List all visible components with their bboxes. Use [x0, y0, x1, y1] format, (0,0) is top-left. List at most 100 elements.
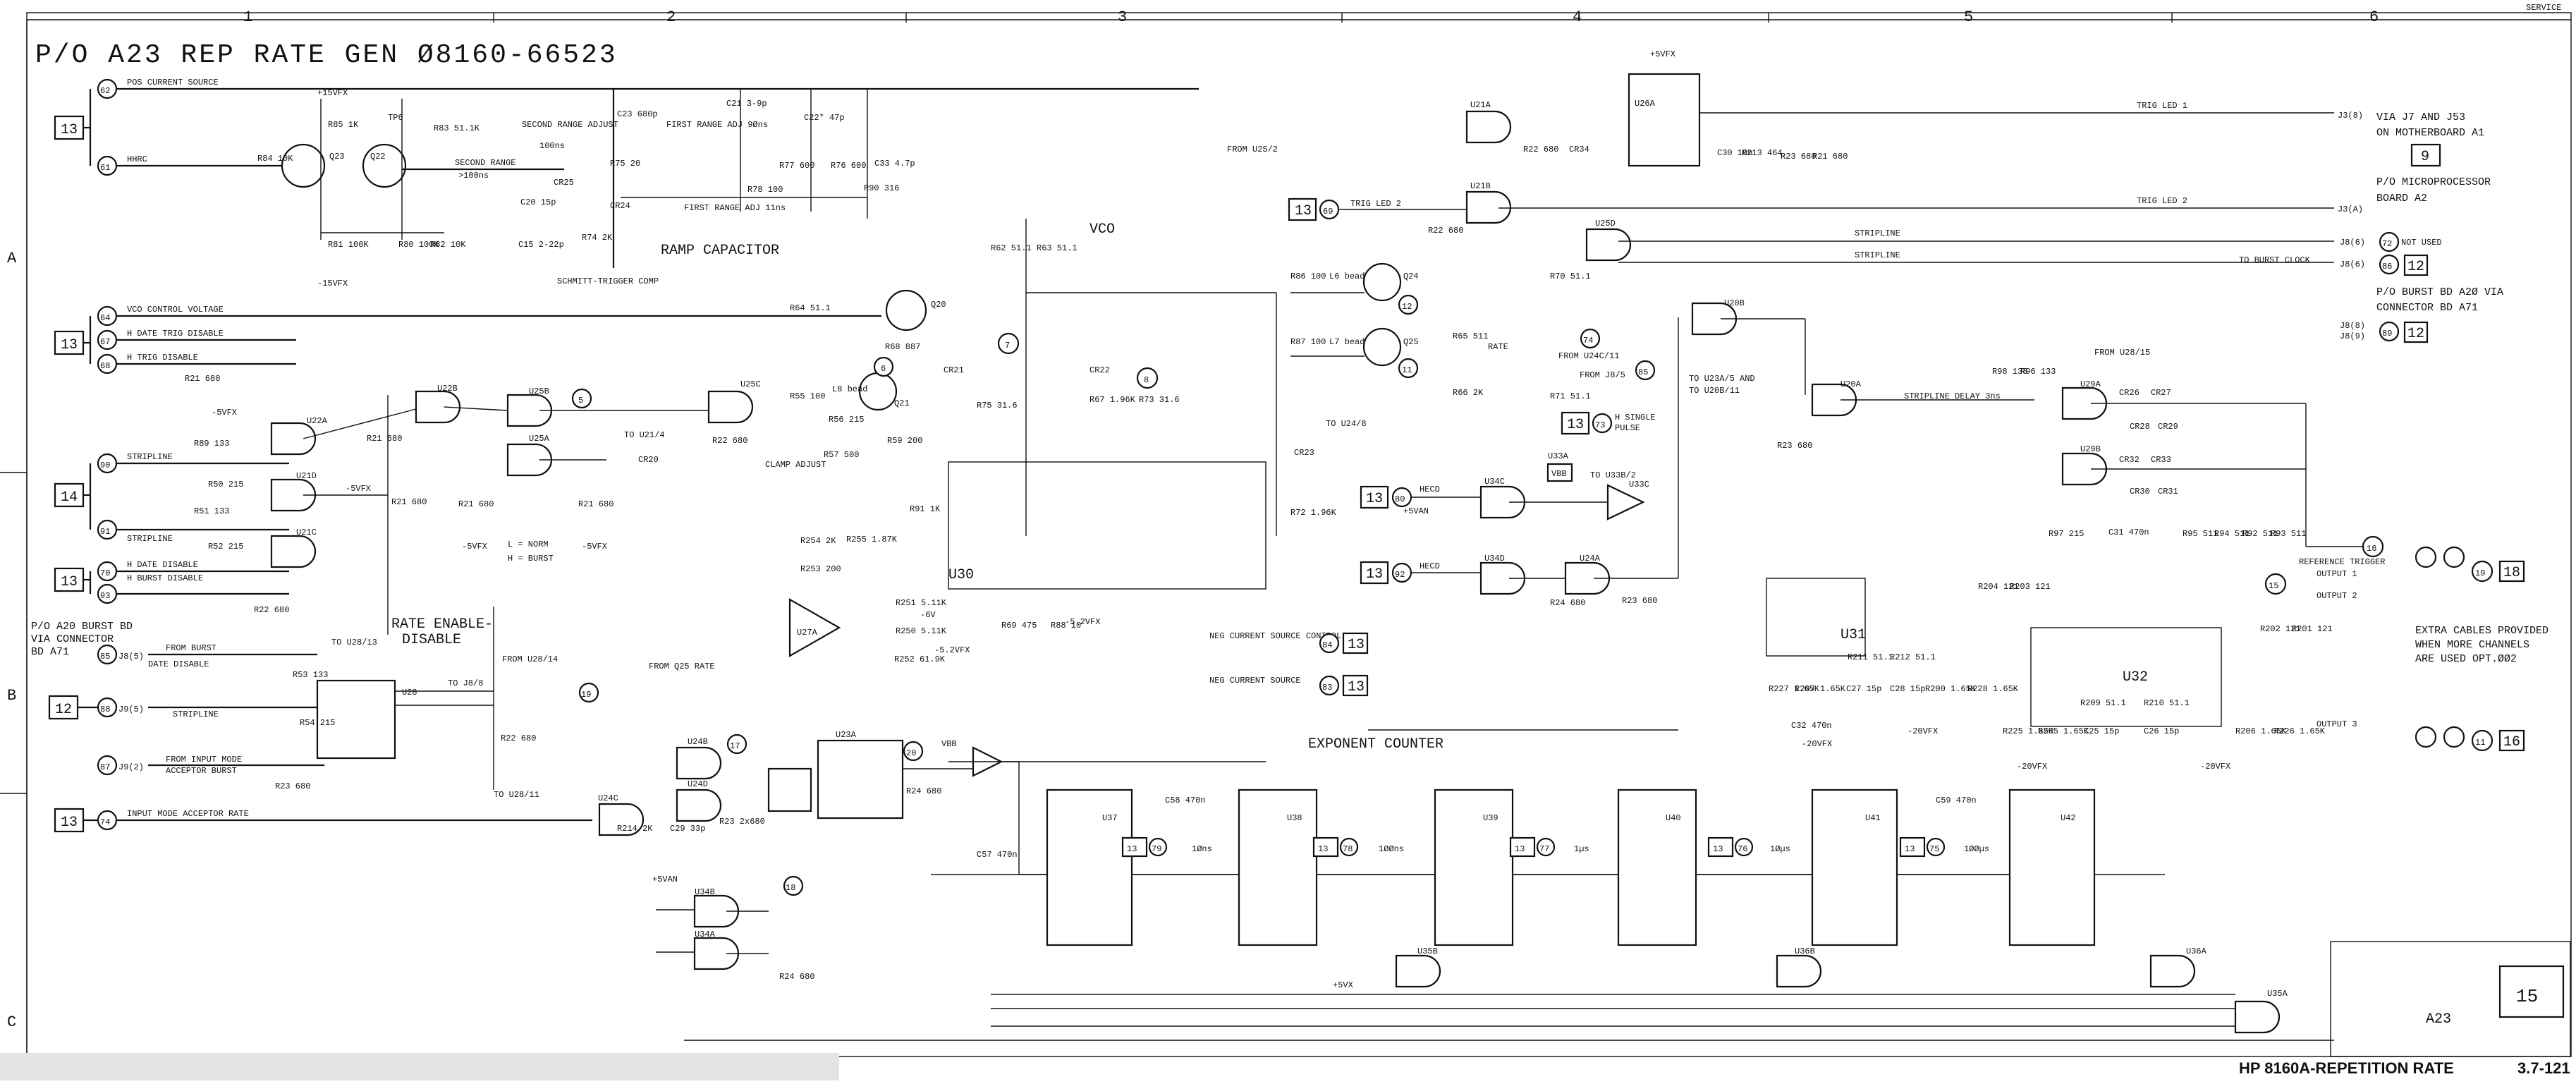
- c26: C26 15p: [2144, 726, 2179, 736]
- node-74: 74: [1583, 336, 1593, 346]
- tp6: TP6: [388, 113, 403, 123]
- cr22: CR22: [1089, 365, 1110, 375]
- label-to-burst-clock: TO BURST CLOCK: [2239, 255, 2311, 265]
- u25d: U25D: [1595, 219, 1616, 229]
- counter-pin-78: 78: [1343, 844, 1353, 854]
- node-5: 5: [578, 396, 583, 406]
- label-disable: DISABLE: [402, 632, 461, 648]
- column-1: 1: [243, 8, 252, 26]
- label-trig-led-1: TRIG LED 1: [2137, 101, 2187, 111]
- r52: R52 215: [208, 542, 243, 552]
- label-stripline-b: STRIPLINE: [173, 710, 219, 719]
- r228: R228 1.65K: [1967, 684, 2019, 694]
- pin-62: 62: [100, 86, 110, 96]
- r203: R203 121: [2010, 582, 2051, 592]
- jack-j8-6b: J8(6): [2340, 260, 2365, 269]
- r94: R94 511: [2214, 529, 2250, 539]
- r22c: R22 680: [712, 436, 747, 446]
- u42: U42: [2061, 813, 2076, 823]
- u33a: U33A: [1548, 451, 1569, 461]
- label-first-range-9ns: FIRST RANGE ADJ 9Øns: [666, 120, 768, 130]
- box-13-hecd2: 13: [1366, 566, 1383, 583]
- node-85: 85: [1638, 367, 1648, 377]
- rail-m5-2: -5VFX: [212, 408, 237, 418]
- u24b: U24B: [688, 737, 708, 747]
- r21a: R21 680: [185, 374, 220, 384]
- label-h-burst: H = BURST: [508, 554, 554, 564]
- r250: R250 5.11K: [896, 626, 947, 636]
- pin-91: 91: [100, 527, 110, 537]
- note-box-12a: 12: [2407, 259, 2424, 275]
- stripline-block: U25D STRIPLINE STRIPLINE TO BURST CLOCK …: [1546, 219, 2334, 482]
- rail-p5-u35b: +5VX: [1333, 980, 1353, 990]
- node-18a: 18: [786, 883, 795, 893]
- u35b: U35B: [1417, 946, 1438, 956]
- label-neg-src-ctrl: NEG CURRENT SOURCE CONTROL: [1209, 631, 1341, 641]
- r213: R213 464: [1742, 148, 1783, 158]
- column-5: 5: [1964, 8, 1973, 26]
- cr20: CR20: [638, 455, 659, 465]
- u24d: U24D: [688, 779, 708, 789]
- input-stripline-2: STRIPLINE: [127, 534, 173, 544]
- note-box-9: 9: [2421, 149, 2429, 165]
- rail-vbb-a: VBB: [941, 739, 957, 749]
- board-label: A23: [2426, 1011, 2451, 1028]
- pin-89: 89: [2382, 329, 2392, 339]
- r91b: R97 215: [2049, 529, 2084, 539]
- u23a: U23A: [836, 730, 857, 740]
- trig-led-2-in: TRIG LED 2: [1350, 199, 1401, 209]
- r210: R210 51.1: [2144, 698, 2190, 708]
- r251: R251 5.11K: [896, 598, 947, 608]
- r54: R54 215: [300, 718, 335, 728]
- counter-pin-79: 79: [1152, 844, 1161, 854]
- u21a: U21A: [1470, 100, 1491, 110]
- label-extra-1: EXTRA CABLES PROVIDED: [2415, 625, 2548, 637]
- ramp-section: Q23 Q22 R85 1K TP6 R83 51.1K R84 10K R81…: [257, 88, 915, 288]
- counter-range-1: 1Øns: [1192, 844, 1212, 854]
- label-adj-100ns: 100ns: [539, 141, 565, 151]
- r85: R85 1K: [328, 120, 359, 130]
- q24: Q24: [1403, 272, 1419, 281]
- label-not-used: NOT USED: [2401, 238, 2442, 248]
- rail-m5-3: -5VFX: [462, 542, 487, 552]
- label-to-u21-4: TO U21/4: [624, 430, 665, 440]
- jack-j9-5: J9(5): [118, 705, 144, 714]
- label-neg6v: -6V: [920, 610, 936, 620]
- rate-enable-block: U28 RATE ENABLE- DISABLE TO U28/13 TO J8…: [275, 607, 715, 800]
- u26a: U26A: [1635, 99, 1656, 109]
- c20: C20 15p: [520, 197, 556, 207]
- bottom-gray-bar: [0, 1053, 839, 1080]
- column-2: 2: [666, 8, 676, 26]
- r57: R57 500: [824, 450, 859, 460]
- burst-bd-line-3: BD A71: [31, 646, 69, 658]
- label-h-single: H SINGLE: [1615, 413, 1656, 422]
- u39: U39: [1483, 813, 1498, 823]
- r65: R65 511: [1453, 331, 1488, 341]
- r55: R55 100: [790, 391, 825, 401]
- label-to-u24-8: TO U24/8: [1326, 419, 1367, 429]
- label-from-u28-14: FROM U28/14: [502, 654, 558, 664]
- note-po-1: P/O MICROPROCESSOR: [2376, 176, 2491, 188]
- r95: R95 511: [2183, 529, 2218, 539]
- rail-m52-a: -5.2VFX: [1065, 617, 1100, 627]
- r21c: R21 680: [391, 497, 427, 507]
- label-output-2: OUTPUT 2: [2316, 591, 2357, 601]
- box-13-trig: 13: [1295, 203, 1312, 219]
- r22e: R22 680: [1523, 145, 1558, 154]
- rail-svan-b: +5VAN: [1403, 506, 1429, 516]
- cr33: CR33: [2151, 455, 2171, 465]
- hecd-block: 13 80 HECD +5VAN U34C U33C 13 92 HECD U3…: [1360, 317, 1679, 731]
- pin-93: 93: [100, 591, 110, 601]
- input-vco-control-voltage: VCO CONTROL VOLTAGE: [127, 305, 224, 315]
- counter-box-13-3: 13: [1515, 844, 1525, 854]
- u29a: U29A: [2080, 379, 2101, 389]
- r204: R204 121: [1978, 582, 2019, 592]
- counter-box-13-2: 13: [1318, 844, 1328, 854]
- c31: C31 470n: [2108, 528, 2149, 537]
- r83: R83 51.1K: [434, 123, 480, 133]
- r23a: R23 680: [275, 781, 310, 791]
- cr31: CR31: [2158, 487, 2178, 497]
- pin-87: 87: [100, 762, 110, 772]
- cr21: CR21: [944, 365, 964, 375]
